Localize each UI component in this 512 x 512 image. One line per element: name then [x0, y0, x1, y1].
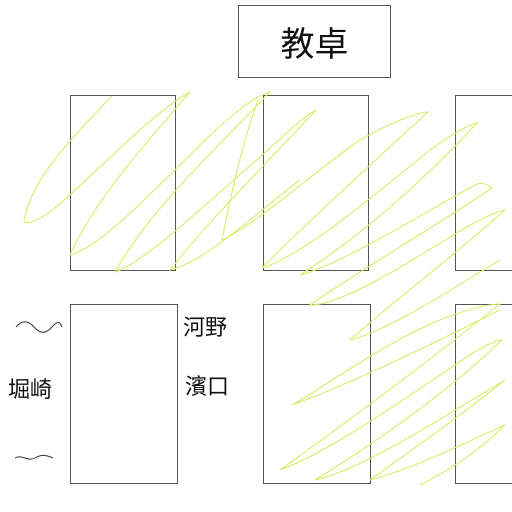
desk-top-right: [455, 95, 512, 271]
student-name-right-top: 河野: [183, 316, 228, 341]
teacher-desk-label: 教卓: [280, 25, 349, 65]
wavy-mark-bottom: [14, 454, 54, 460]
desk-bottom-left: [70, 304, 178, 484]
wavy-mark-top: [15, 321, 63, 333]
teacher-desk: 教卓: [238, 5, 391, 78]
student-name-left: 堀崎: [8, 378, 53, 403]
desk-top-middle: [263, 95, 369, 271]
desk-bottom-middle: [263, 304, 371, 484]
desk-bottom-right: [455, 304, 512, 484]
student-name-right-bottom: 濱口: [185, 375, 230, 400]
desk-top-left: [70, 95, 176, 271]
